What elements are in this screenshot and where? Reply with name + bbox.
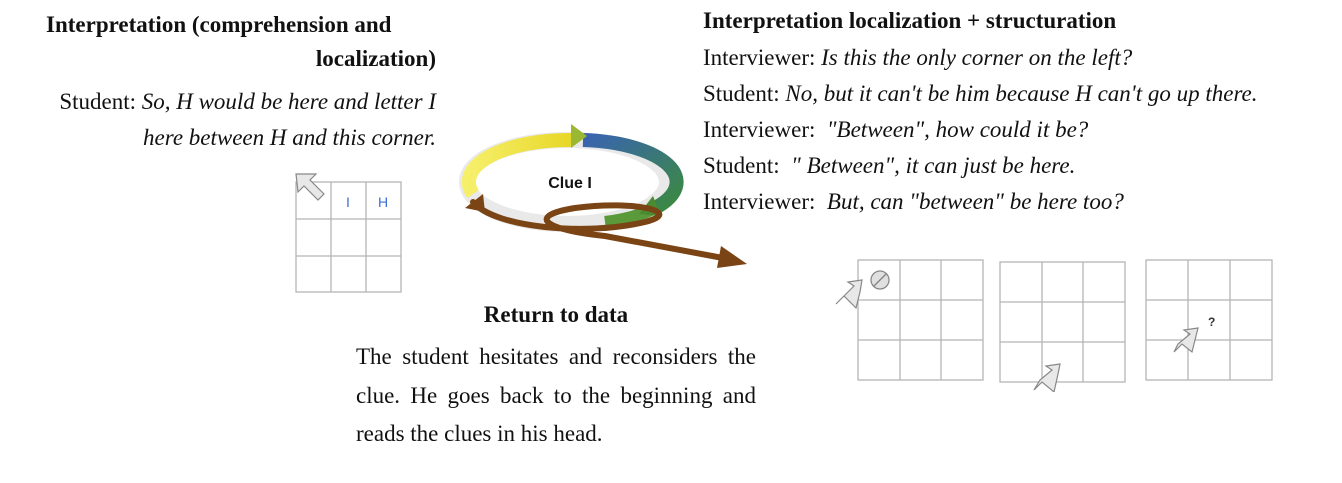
arrow-icon — [1173, 327, 1199, 354]
dialogue-line: Interviewer: But, can "between" be here … — [703, 184, 1258, 220]
question-mark: ? — [1208, 315, 1215, 329]
dialogue-text: " Between", it can just be here. — [791, 153, 1076, 178]
right-dialogue: Interpretation localization + structurat… — [703, 2, 1258, 220]
dialogue-text: No, but it can't be him because H can't … — [785, 81, 1258, 106]
dialogue-speaker: Interviewer: — [703, 45, 816, 70]
left-heading-line1: Interpretation (comprehension and — [46, 12, 392, 37]
dialogue-speaker: Student: — [703, 81, 780, 106]
dialogue-text: But, can "between" be here too? — [826, 189, 1124, 214]
dialogue-speaker: Student: — [703, 153, 780, 178]
dialogue-line: Interviewer: Is this the only corner on … — [703, 40, 1258, 76]
dialogue-text: "Between", how could it be? — [826, 117, 1089, 142]
clue-cycle-diagram: Clue I — [459, 124, 747, 268]
grid-option-2 — [999, 261, 1126, 392]
grid-option-3: ? — [1145, 259, 1273, 381]
dialogue-line: Student: " Between", it can just be here… — [703, 148, 1258, 184]
cycle-label: Clue I — [548, 175, 592, 192]
bottom-body: The student hesitates and reconsiders th… — [356, 344, 756, 446]
grid-option-1 — [835, 259, 984, 381]
left-speaker: Student: — [59, 89, 136, 114]
left-grid: I H — [295, 173, 402, 293]
dialogue-text: Is this the only corner on the left? — [821, 45, 1133, 70]
corner-arrow-icon — [295, 173, 325, 201]
right-grids: ? — [835, 259, 1273, 392]
cycle-arrowhead-icon — [571, 124, 587, 148]
forbidden-icon — [870, 270, 890, 290]
return-arrow-icon — [465, 194, 747, 268]
left-heading: Interpretation (comprehension and locali… — [40, 8, 436, 76]
dialogue-line: Interviewer: "Between", how could it be? — [703, 112, 1258, 148]
dialogue-speaker: Interviewer: — [703, 189, 816, 214]
dialogue-line: Student: No, but it can't be him because… — [703, 76, 1258, 112]
bottom-heading: Return to data — [483, 302, 629, 327]
grid-letter-i: I — [346, 194, 350, 210]
dialogue-speaker: Interviewer: — [703, 117, 816, 142]
arrow-icon — [835, 279, 863, 310]
cycle-ring — [459, 132, 684, 232]
grid-letter-h: H — [378, 194, 388, 210]
right-heading: Interpretation localization + structurat… — [703, 8, 1117, 33]
left-speech-line1: So, H would be here and letter I — [141, 89, 436, 114]
arrow-icon — [1033, 363, 1061, 392]
left-heading-line2: localization) — [315, 46, 436, 71]
left-speech-line2: here between H and this corner. — [143, 125, 436, 150]
left-quote: Student: So, H would be here and letter … — [0, 84, 436, 156]
